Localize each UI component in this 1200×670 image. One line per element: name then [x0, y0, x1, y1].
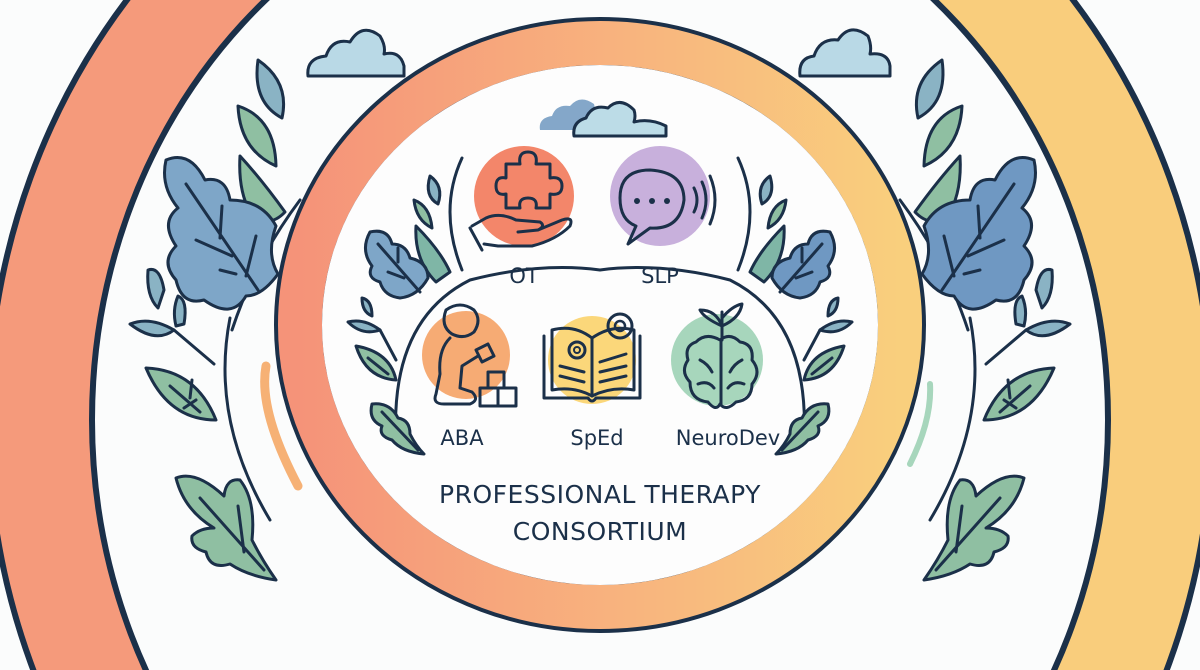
accent-arc [907, 381, 934, 467]
title-line-2: CONSORTIUM [513, 517, 687, 546]
speech-bubble-icon [618, 168, 717, 246]
cloud-icon [306, 28, 406, 78]
page-title: PROFESSIONAL THERAPY CONSORTIUM [439, 480, 761, 546]
service-slp[interactable]: SLP [610, 146, 717, 288]
service-label: OT [509, 264, 539, 288]
leaf-branch-inner-right [748, 174, 854, 456]
leaf-branch-inner-left [346, 174, 452, 456]
inner-frame-arc [394, 266, 806, 442]
service-label: NeuroDev [676, 426, 780, 450]
service-neurodev[interactable]: NeuroDev [671, 302, 780, 450]
leaf-branch-outer-left [128, 58, 302, 582]
service-sped[interactable]: SpEd [542, 312, 642, 450]
service-label: SpEd [570, 426, 623, 450]
brain-sprout-icon [683, 302, 759, 409]
cloud-icon [539, 99, 668, 138]
cloud-icon [798, 28, 892, 78]
child-blocks-icon [433, 303, 518, 408]
accent-arc [260, 361, 303, 491]
book-gears-icon [542, 312, 642, 403]
service-label: SLP [641, 264, 679, 288]
leaf-branch-outer-right [898, 58, 1072, 582]
service-label: ABA [440, 426, 484, 450]
inner-frame-arc [448, 156, 464, 272]
service-aba[interactable]: ABA [422, 303, 518, 450]
service-ot[interactable]: OT [468, 146, 574, 288]
inner-frame-arc [736, 156, 752, 272]
puzzle-hand-icon [468, 150, 573, 252]
title-line-1: PROFESSIONAL THERAPY [439, 480, 761, 509]
